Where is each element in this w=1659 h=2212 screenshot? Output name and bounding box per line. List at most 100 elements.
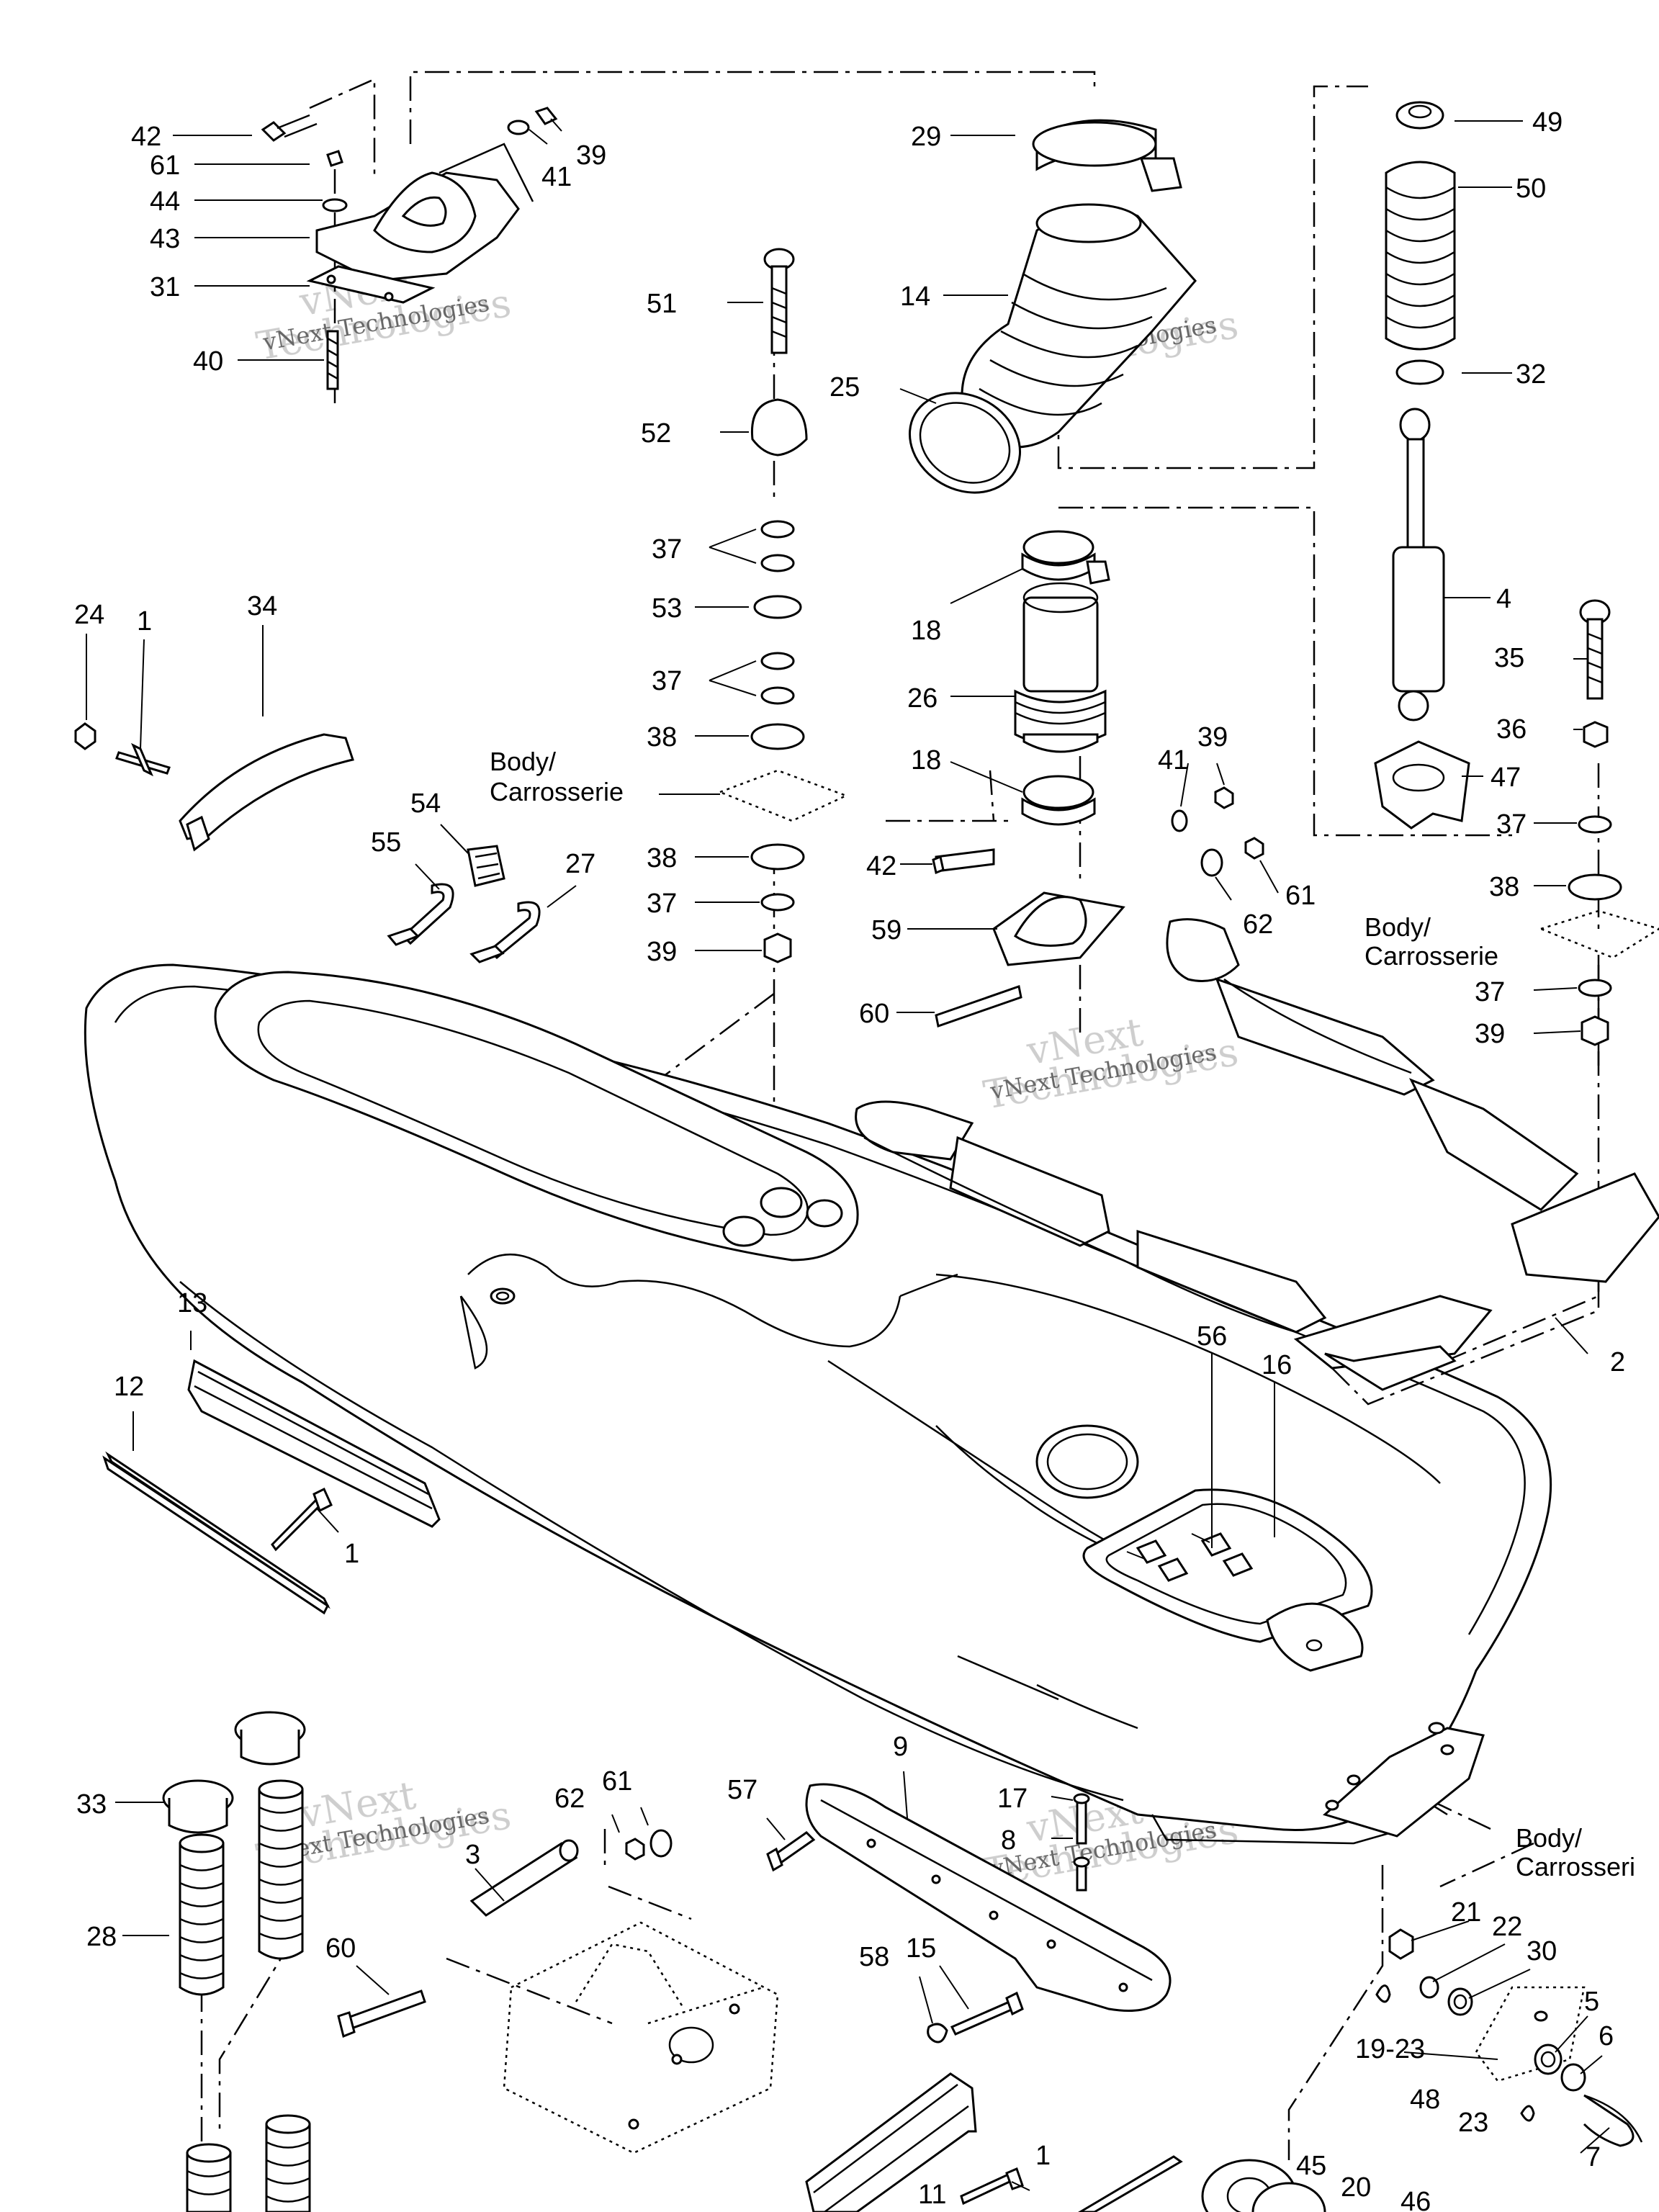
callout-8: 8 <box>1001 1825 1016 1856</box>
callout-13: 13 <box>177 1288 207 1318</box>
callout-46: 46 <box>1401 2187 1431 2212</box>
hull-body <box>84 963 1552 1845</box>
callout-35: 35 <box>1494 643 1524 673</box>
callout-20: 20 <box>1341 2172 1371 2203</box>
callout-22: 22 <box>1492 1912 1522 1942</box>
callout-37: 37 <box>1496 809 1527 840</box>
callout-18: 18 <box>911 745 941 775</box>
body-label-2-line2: Carrosserie <box>1364 941 1498 971</box>
callout-40: 40 <box>193 346 223 377</box>
callout-53: 53 <box>652 593 682 624</box>
callout-37: 37 <box>647 889 677 919</box>
small-parts-left <box>74 722 541 963</box>
callout-58: 58 <box>859 1942 889 1972</box>
callout-49: 49 <box>1532 107 1563 138</box>
callout-11: 11 <box>918 2180 946 2210</box>
callout-29: 29 <box>911 122 941 152</box>
bottom-left-parts <box>162 1711 779 2212</box>
callout-43: 43 <box>150 224 180 254</box>
callout-39: 39 <box>1197 722 1228 752</box>
callout-42: 42 <box>131 122 161 152</box>
body-label-1-line2: Carrosserie <box>490 777 624 806</box>
callout-2: 2 <box>1610 1347 1625 1377</box>
callout-44: 44 <box>150 186 180 217</box>
callout-38: 38 <box>1489 872 1519 902</box>
callout-61: 61 <box>150 150 180 181</box>
callout-6: 6 <box>1599 2021 1614 2051</box>
exhaust-bellows <box>908 119 1197 494</box>
deck-mats <box>855 918 1659 1406</box>
callout-21: 21 <box>1451 1897 1481 1928</box>
callout-12: 12 <box>114 1372 144 1402</box>
callout-39: 39 <box>1475 1019 1505 1049</box>
callout-60: 60 <box>859 999 889 1029</box>
watermark-4: Technologies vNext vNext Technologies <box>980 1009 1241 1118</box>
callout-47: 47 <box>1491 763 1521 793</box>
body-label-1-line1: Body/ <box>490 747 556 776</box>
callout-25: 25 <box>830 372 860 403</box>
intake-bellows <box>932 530 1264 1028</box>
callout-62: 62 <box>1243 909 1273 940</box>
callout-7: 7 <box>1586 2142 1601 2172</box>
callout-18: 18 <box>911 616 941 646</box>
callout-30: 30 <box>1527 1936 1557 1966</box>
callout-33: 33 <box>76 1789 107 1820</box>
callout-19-23: 19-23 <box>1355 2034 1425 2064</box>
callout-32: 32 <box>1516 359 1546 390</box>
callout-50: 50 <box>1516 174 1546 204</box>
callout-34: 34 <box>247 591 277 621</box>
callout-28: 28 <box>86 1922 117 1952</box>
body-label-3-line1: Body/ <box>1516 1823 1582 1853</box>
callout-16: 16 <box>1262 1350 1292 1380</box>
callout-38: 38 <box>647 722 677 752</box>
callout-24: 24 <box>74 600 104 630</box>
callout-17: 17 <box>997 1784 1028 1814</box>
callout-1: 1 <box>1035 2141 1051 2171</box>
callout-37: 37 <box>1475 977 1505 1007</box>
callout-41: 41 <box>1158 745 1188 775</box>
callout-37: 37 <box>652 534 682 565</box>
callout-36: 36 <box>1496 714 1527 745</box>
callout-38: 38 <box>647 843 677 873</box>
body-labels: Body/ Carrosserie Body/ Carrosserie Body… <box>490 747 1635 1881</box>
callout-numbers: 42 61 44 43 31 40 41 39 29 14 25 49 50 3… <box>74 107 1625 2212</box>
callout-23: 23 <box>1458 2108 1488 2138</box>
callout-54: 54 <box>410 788 441 819</box>
callout-3: 3 <box>465 1840 480 1870</box>
callout-52: 52 <box>641 418 671 449</box>
callout-45: 45 <box>1296 2151 1326 2181</box>
callout-62: 62 <box>554 1784 585 1814</box>
callout-4: 4 <box>1496 584 1511 614</box>
bottom-right-hardware <box>1201 1928 1643 2212</box>
callout-5: 5 <box>1584 1987 1599 2017</box>
bumper-stack <box>717 248 849 963</box>
callout-48: 48 <box>1410 2085 1440 2115</box>
callout-41: 41 <box>541 162 572 192</box>
callout-27: 27 <box>565 849 595 879</box>
callout-31: 31 <box>150 272 180 302</box>
shock-absorber <box>1374 101 1659 1046</box>
callout-37: 37 <box>652 666 682 696</box>
side-rails <box>102 1359 441 1615</box>
callout-60: 60 <box>325 1933 356 1964</box>
body-label-2-line1: Body/ <box>1364 912 1431 942</box>
callout-15: 15 <box>906 1933 936 1964</box>
callout-42: 42 <box>866 851 896 881</box>
leader-lines <box>86 118 1610 2191</box>
callout-39: 39 <box>647 937 677 967</box>
callout-61: 61 <box>1285 881 1316 911</box>
callout-56: 56 <box>1197 1321 1227 1352</box>
callout-9: 9 <box>893 1732 908 1762</box>
body-label-3-line2: Carrosseri <box>1516 1852 1635 1881</box>
callout-14: 14 <box>900 282 930 312</box>
callout-59: 59 <box>871 915 902 945</box>
callout-51: 51 <box>647 289 677 319</box>
callout-61: 61 <box>602 1766 632 1797</box>
callout-1: 1 <box>344 1539 359 1569</box>
callout-55: 55 <box>371 827 401 858</box>
callout-39: 39 <box>576 140 606 171</box>
callout-57: 57 <box>727 1775 757 1805</box>
callout-1: 1 <box>137 606 152 637</box>
